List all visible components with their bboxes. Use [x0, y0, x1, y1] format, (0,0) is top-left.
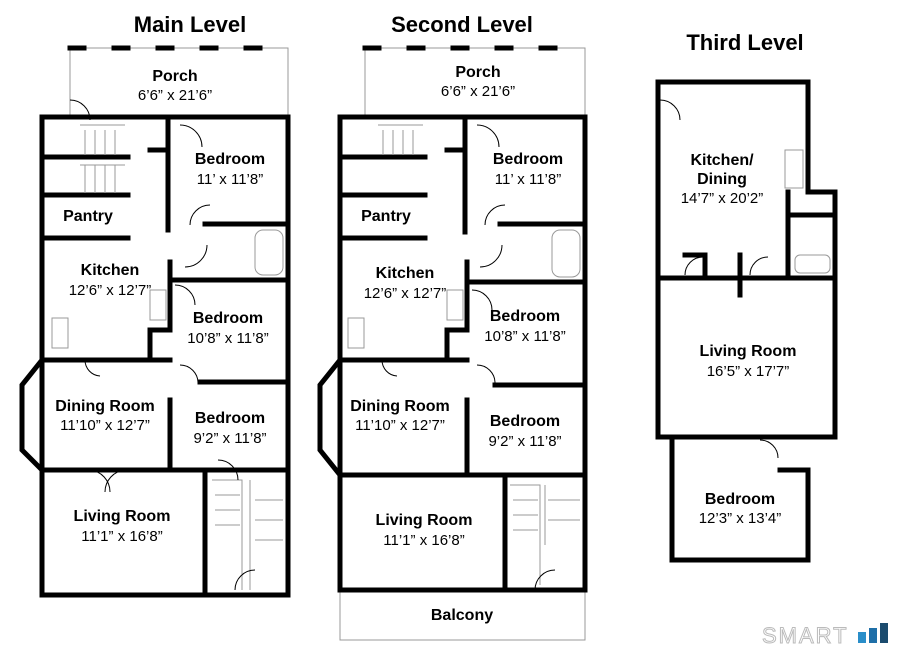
room-bedroom-3: Bedroom 9’2” x 11’8”: [193, 410, 266, 447]
second-level: Second Level: [317, 12, 588, 641]
svg-text:Bedroom: Bedroom: [195, 151, 265, 168]
svg-text:Living Room: Living Room: [700, 343, 797, 360]
room-kitchen: Kitchen 12’6” x 12’7”: [69, 262, 152, 299]
svg-text:6’6” x 21’6”: 6’6” x 21’6”: [138, 87, 212, 104]
rooms: Porch 6’6” x 21’6” Bedroom 11’ x 11’8” Pan…: [55, 68, 268, 545]
walls: [317, 114, 588, 593]
svg-text:Dining Room: Dining Room: [55, 398, 155, 415]
balcony-outline: [339, 589, 586, 641]
room-bedroom: Bedroom 12’3” x 13’4”: [699, 491, 782, 527]
svg-text:Porch: Porch: [152, 68, 197, 85]
svg-text:6’6” x 21’6”: 6’6” x 21’6”: [441, 83, 515, 100]
svg-text:11’1” x 16’8”: 11’1” x 16’8”: [81, 528, 162, 545]
room-pantry: Pantry: [63, 208, 113, 225]
svg-text:Living Room: Living Room: [74, 508, 171, 525]
svg-text:11’10” x 12’7”: 11’10” x 12’7”: [355, 417, 445, 434]
room-bedroom-2: Bedroom 10’8” x 11’8”: [187, 310, 268, 347]
svg-text:Kitchen: Kitchen: [376, 265, 435, 282]
room-porch: Porch 6’6” x 21’6”: [441, 64, 515, 100]
svg-text:14’7” x 20’2”: 14’7” x 20’2”: [681, 190, 764, 207]
svg-text:Pantry: Pantry: [63, 208, 113, 225]
level-title: Main Level: [134, 12, 246, 37]
stairs: [80, 124, 283, 590]
room-bedroom-2: Bedroom 10’8” x 11’8”: [484, 308, 565, 345]
room-balcony: Balcony: [431, 607, 493, 624]
main-level: Main Level: [19, 12, 291, 598]
svg-text:Bedroom: Bedroom: [705, 491, 775, 508]
svg-text:SMART: SMART: [762, 623, 849, 648]
room-dining: Dining Room 11’10” x 12’7”: [55, 398, 155, 434]
level-title: Second Level: [391, 12, 533, 37]
walls: [655, 79, 838, 563]
svg-text:16’5” x 17’7”: 16’5” x 17’7”: [707, 363, 790, 380]
svg-text:11’1” x 16’8”: 11’1” x 16’8”: [383, 532, 464, 549]
room-porch: Porch 6’6” x 21’6”: [138, 68, 212, 104]
fixtures: [51, 229, 284, 349]
room-kitchen: Kitchen 12’6” x 12’7”: [364, 265, 447, 302]
room-living: Living Room 11’1” x 16’8”: [376, 512, 473, 549]
svg-text:12’6” x 12’7”: 12’6” x 12’7”: [69, 282, 152, 299]
svg-text:Bedroom: Bedroom: [195, 410, 265, 427]
svg-text:10’8” x 11’8”: 10’8” x 11’8”: [187, 330, 268, 347]
svg-text:Dining: Dining: [697, 171, 747, 188]
level-title: Third Level: [686, 30, 803, 55]
third-level: Third Level Kitchen/ Dining 14’7” x 20’2…: [655, 30, 838, 563]
porch-outline: [67, 45, 291, 121]
svg-text:10’8” x 11’8”: 10’8” x 11’8”: [484, 328, 565, 345]
svg-text:9’2” x 11’8”: 9’2” x 11’8”: [488, 433, 561, 450]
rooms: Porch 6’6” x 21’6” Bedroom 11’ x 11’8” Pan…: [350, 64, 565, 624]
svg-text:12’6” x 12’7”: 12’6” x 12’7”: [364, 285, 447, 302]
room-living: Living Room 11’1” x 16’8”: [74, 508, 171, 545]
svg-text:Balcony: Balcony: [431, 607, 493, 624]
svg-text:12’3” x 13’4”: 12’3” x 13’4”: [699, 510, 782, 527]
smart-mls-logo: SMART: [762, 623, 888, 649]
fixtures: [347, 229, 581, 349]
doors: [84, 124, 256, 591]
walls: [19, 114, 291, 598]
doors: [381, 124, 556, 591]
svg-text:11’ x 11’8”: 11’ x 11’8”: [197, 171, 263, 188]
doors: [659, 99, 779, 459]
room-bedroom-1: Bedroom 11’ x 11’8”: [493, 151, 563, 188]
svg-text:11’ x 11’8”: 11’ x 11’8”: [495, 171, 561, 188]
fixtures: [784, 149, 831, 274]
rooms: Kitchen/ Dining 14’7” x 20’2” Living Roo…: [681, 152, 797, 527]
svg-text:Kitchen: Kitchen: [81, 262, 140, 279]
svg-text:Dining Room: Dining Room: [350, 398, 450, 415]
room-bedroom-3: Bedroom 9’2” x 11’8”: [488, 413, 561, 450]
porch-outline: [362, 45, 588, 116]
svg-text:Bedroom: Bedroom: [490, 308, 560, 325]
room-dining: Dining Room 11’10” x 12’7”: [350, 398, 450, 434]
svg-text:Kitchen/: Kitchen/: [690, 152, 754, 169]
room-kitchen-dining: Kitchen/ Dining 14’7” x 20’2”: [681, 152, 764, 207]
svg-text:Bedroom: Bedroom: [490, 413, 560, 430]
svg-text:9’2” x 11’8”: 9’2” x 11’8”: [193, 430, 266, 447]
stairs: [378, 124, 580, 585]
svg-text:11’10” x 12’7”: 11’10” x 12’7”: [60, 417, 150, 434]
svg-text:Porch: Porch: [455, 64, 500, 81]
room-pantry: Pantry: [361, 208, 411, 225]
svg-text:Pantry: Pantry: [361, 208, 411, 225]
svg-text:Bedroom: Bedroom: [193, 310, 263, 327]
svg-text:Bedroom: Bedroom: [493, 151, 563, 168]
room-living: Living Room 16’5” x 17’7”: [700, 343, 797, 380]
svg-text:Living Room: Living Room: [376, 512, 473, 529]
room-bedroom-1: Bedroom 11’ x 11’8”: [195, 151, 265, 188]
